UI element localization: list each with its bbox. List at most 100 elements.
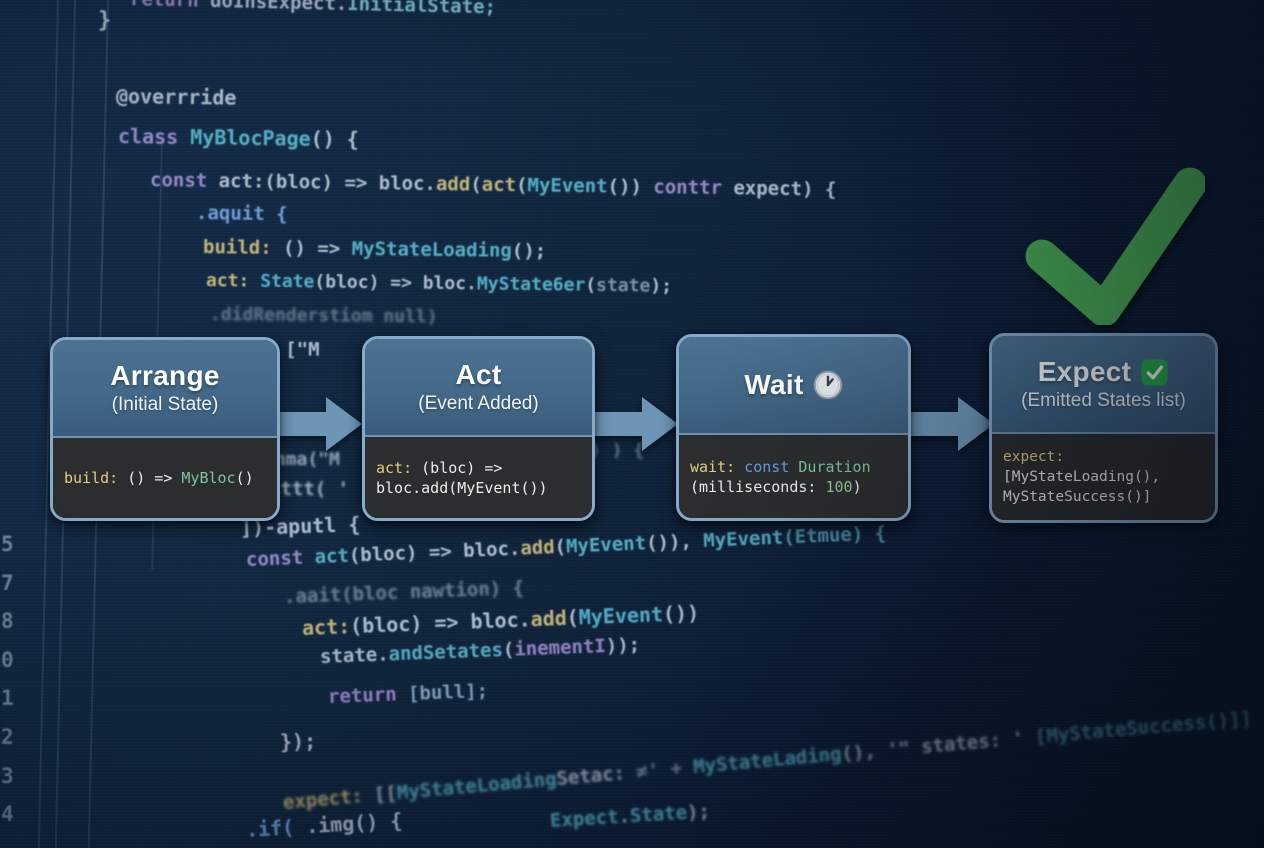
code-token: () => [271, 236, 352, 260]
line-number: 3 [1, 763, 14, 788]
code-token: MyEvent [565, 532, 647, 558]
code-line: (milliseconds: 100) [690, 477, 897, 497]
code-line: expect: [1003, 447, 1204, 467]
code-token: .didRenderstiom null) [209, 304, 438, 328]
code-token: ( [585, 274, 597, 296]
code-token: (bloc) => [412, 458, 503, 477]
code-token: Duration [798, 457, 871, 476]
bg-code-line: } [98, 8, 112, 33]
code-token: (milliseconds: [690, 477, 826, 496]
code-line: MyStateSuccess()] [1003, 487, 1204, 507]
code-token: MyBlocPage [190, 125, 311, 151]
code-token: inementI [513, 635, 607, 661]
code-token: .aquit { [195, 202, 288, 226]
bg-code-line: @overrride [116, 84, 237, 110]
code-token: act: [376, 458, 413, 477]
code-token: act [314, 544, 350, 569]
code-token: state. [319, 643, 390, 668]
step-header: Act (Event Added) [365, 339, 592, 437]
code-token: (bloc) => bloc. [314, 271, 478, 295]
check-badge-icon [1141, 358, 1168, 386]
code-token: ( [470, 173, 482, 196]
code-token: add [519, 536, 556, 560]
code-token: Expect [549, 805, 620, 832]
code-token: ); [650, 275, 673, 297]
code-token: (); [511, 239, 547, 263]
bg-code-line: build: () => MyStateLoading(); [203, 236, 546, 262]
code-token: MyBloc [181, 469, 236, 487]
code-token: act:(bloc) => bloc. [207, 169, 437, 195]
line-number: 4 [1, 802, 14, 827]
code-token: bloc.add(MyEvent()) [376, 478, 548, 497]
code-token [249, 271, 260, 292]
code-token: ["M [273, 338, 320, 361]
line-number: 1 [1, 686, 14, 711]
code-token: (Etmue) { [782, 522, 887, 549]
bg-code-line: .aquit { [196, 202, 288, 225]
code-token: act [481, 173, 517, 197]
code-token: MyEvent [527, 174, 608, 198]
code-token: MyStateLoading [351, 237, 512, 262]
bg-code-line: .didRenderstiom null) [210, 304, 438, 327]
code-token: State [260, 270, 315, 293]
code-token: state [596, 274, 651, 297]
clock-icon [813, 370, 842, 400]
flow-arrow-icon [902, 397, 994, 451]
code-token: const [149, 169, 208, 192]
step-box-expect: Expect (Emitted States list) expect: [MyS… [989, 333, 1218, 523]
line-number: 8 [1, 609, 14, 634]
code-token: const [744, 457, 790, 476]
code-token: ()), [645, 529, 704, 555]
code-token: MyState6er [476, 273, 586, 296]
code-token: andSetates [388, 638, 504, 666]
flow-arrow-icon [586, 397, 678, 451]
step-header: Expect (Emitted States list) [992, 336, 1215, 434]
code-token: @overrride [115, 84, 237, 110]
code-token: add [435, 172, 471, 196]
code-token: return [327, 683, 398, 708]
code-token: () [235, 469, 254, 487]
code-token: const [245, 546, 304, 571]
code-token: ( [566, 605, 580, 630]
bg-code-line: sttt( ' [269, 478, 349, 500]
code-token: act: [205, 270, 250, 292]
code-token: expect) { [721, 176, 837, 201]
code-line: [MyStateLoading(), [1003, 467, 1204, 487]
step-subtitle: (Emitted States list) [1021, 390, 1186, 411]
bg-code-line: class MyBlocPage() { [118, 124, 359, 151]
line-number: 5 [1, 532, 14, 556]
step-code-snippet: expect: [MyStateLoading(), MyStateSuccess(… [992, 434, 1215, 520]
line-number: 0 [1, 647, 14, 672]
code-token: )); [605, 633, 641, 658]
code-token: ()) [607, 175, 654, 199]
step-box-arrange: Arrange (Initial State) build: () => MyB… [50, 337, 280, 521]
code-token: act: [301, 614, 351, 640]
code-token [178, 125, 190, 149]
code-token: MyEvent [578, 602, 664, 630]
code-token [303, 546, 315, 568]
step-box-act: Act (Event Added) act: (bloc) =>bloc.add… [362, 336, 595, 521]
code-token: () { [310, 126, 360, 152]
code-token: sttt( ' [269, 478, 350, 500]
code-token: [bull]; [396, 679, 489, 706]
code-token: [MyStateLoading(), [1003, 469, 1161, 485]
code-token: } [97, 8, 112, 34]
step-title: Arrange [110, 360, 220, 391]
code-token: (), [840, 739, 888, 766]
step-code-snippet: act: (bloc) =>bloc.add(MyEvent()) [365, 437, 592, 518]
code-line: bloc.add(MyEvent()) [376, 478, 581, 498]
step-subtitle: (Initial State) [111, 394, 219, 415]
line-number: 7 [1, 570, 14, 595]
step-code-snippet: wait: const Duration(milliseconds: 100) [679, 435, 908, 518]
code-token: add [530, 605, 568, 632]
code-token: MyStateSuccess()] [1003, 489, 1152, 505]
code-token: () => [118, 469, 182, 487]
code-line: build: () => MyBloc() [64, 468, 266, 488]
code-token: return [130, 0, 211, 12]
flow-arrow-icon [270, 397, 362, 451]
code-token: .if( [245, 814, 307, 842]
bg-code-line: }); [280, 729, 317, 754]
code-token: conttr [653, 176, 723, 199]
code-token [735, 458, 744, 476]
step-code-snippet: build: () => MyBloc() [53, 438, 277, 518]
